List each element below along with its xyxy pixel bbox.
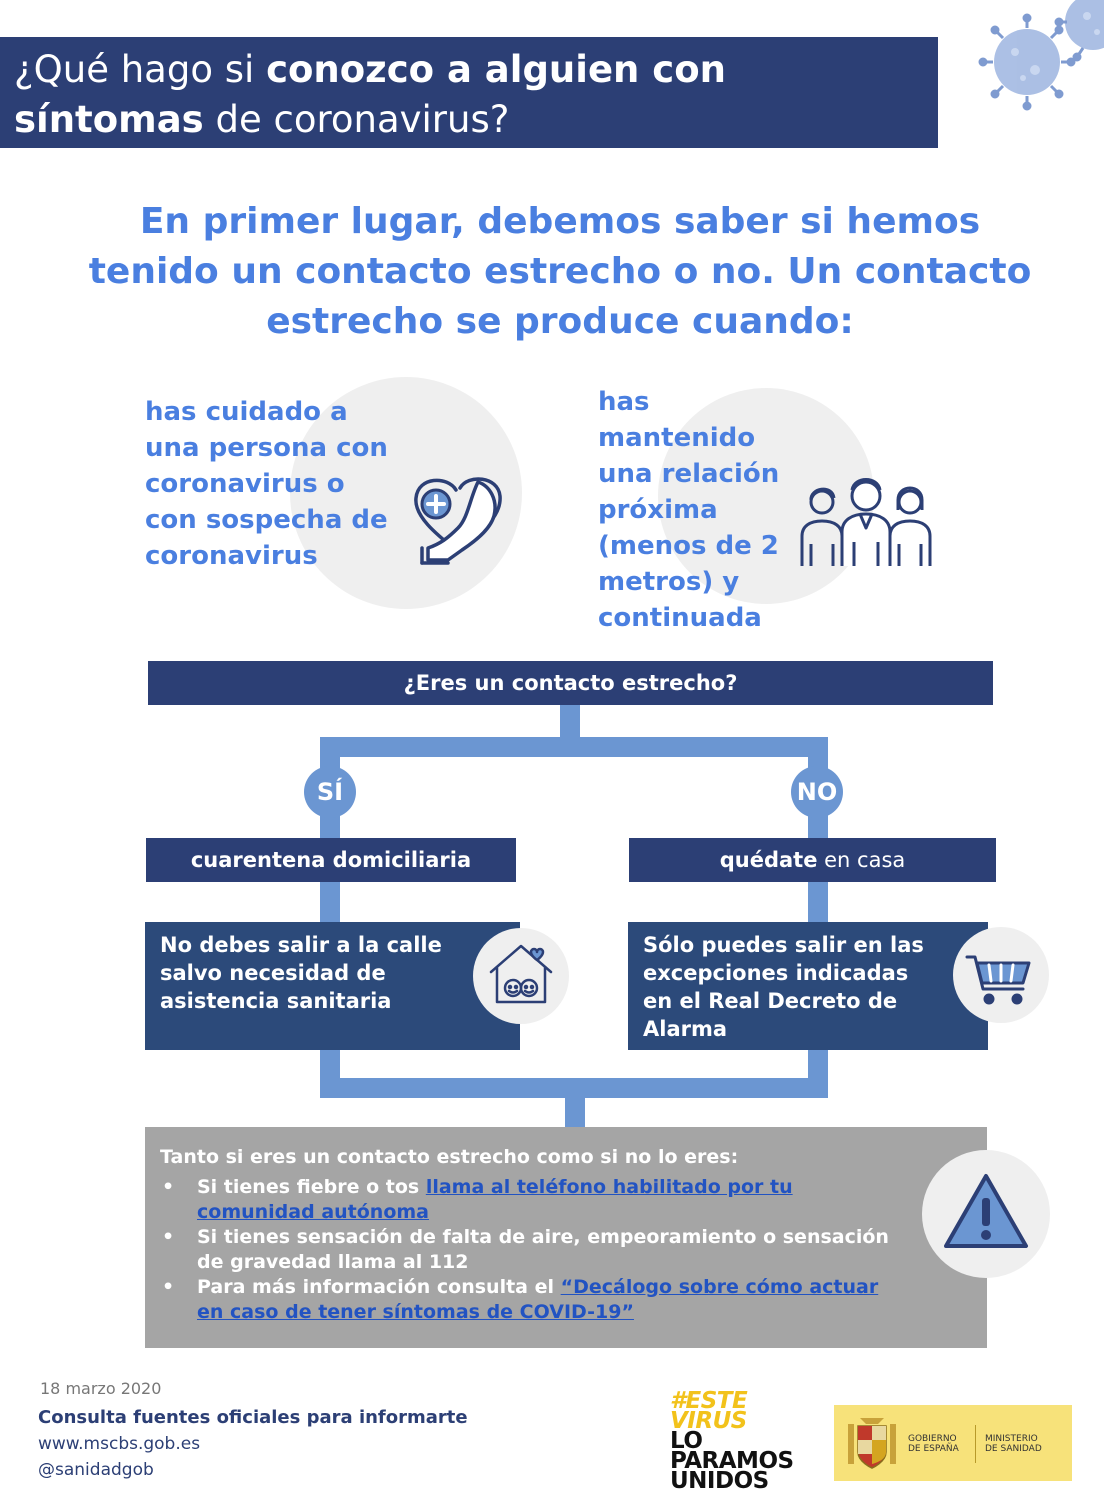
- criterion-care-line: coronavirus o: [145, 469, 345, 499]
- no-action-box: quédate en casa: [629, 838, 996, 882]
- bullet-fever-text: Si tienes fiebre o tos: [197, 1176, 426, 1198]
- bullet-dot: •: [162, 1276, 175, 1298]
- info-bullet-breath: • Si tienes sensación de falta de aire, …: [160, 1225, 987, 1275]
- header-line-1: ¿Qué hago si conozco a alguien con: [14, 45, 938, 95]
- criterion-proximity-line: (menos de 2: [598, 531, 779, 561]
- criterion-proximity-line: una relación: [598, 459, 780, 489]
- intro-text: En primer lugar, debemos saber si hemos …: [40, 197, 1080, 347]
- no-label: NO: [791, 766, 843, 818]
- criterion-proximity-line: mantenido: [598, 423, 756, 453]
- no-detail-line: Alarma: [643, 1017, 728, 1041]
- bullet-breath-line-1: Si tienes sensación de falta de aire, em…: [197, 1226, 889, 1248]
- heart-hand-icon: [414, 477, 502, 565]
- no-action-regular: en casa: [817, 848, 906, 872]
- government-logo-divider: [975, 1425, 976, 1463]
- header-title-bar: ¿Qué hago si conozco a alguien con sínto…: [0, 37, 938, 148]
- intro-line: En primer lugar, debemos saber si hemos: [139, 201, 981, 242]
- warning-icon-badge: [922, 1150, 1050, 1278]
- no-detail-box: Sólo puedes salir en las excepciones ind…: [628, 922, 988, 1050]
- government-name-line: DE ESPAÑA: [908, 1444, 959, 1454]
- connector-no-to-detail: [808, 882, 828, 922]
- info-bullet-list: • Si tienes fiebre o tos llama al teléfo…: [160, 1175, 987, 1325]
- bullet-more-line-1: Para más información consulta el “Decálo…: [197, 1275, 987, 1300]
- info-bullet-fever: • Si tienes fiebre o tos llama al teléfo…: [160, 1175, 987, 1225]
- question-box: ¿Eres un contacto estrecho?: [148, 661, 993, 705]
- campaign-logo: #ESTE VIRUS LO PARAMOS UNIDOS: [670, 1388, 830, 1493]
- criterion-care-line: con sospecha de: [145, 505, 388, 535]
- bullet-fever-line-1: Si tienes fiebre o tos llama al teléfono…: [197, 1175, 987, 1200]
- campaign-line: PARAMOS: [670, 1448, 794, 1474]
- government-name: GOBIERNO DE ESPAÑA: [908, 1434, 968, 1454]
- connector-bottom-horizontal: [320, 1078, 828, 1098]
- header-line2-regular: de coronavirus?: [203, 98, 510, 141]
- campaign-line: LO: [670, 1428, 703, 1454]
- campaign-line: UNIDOS: [670, 1468, 769, 1494]
- ministry-name-line: DE SANIDAD: [985, 1444, 1042, 1454]
- criterion-care-text: has cuidado a una persona con coronaviru…: [145, 394, 388, 574]
- footer-date: 18 marzo 2020: [40, 1379, 162, 1398]
- header-line1-regular: ¿Qué hago si: [14, 48, 267, 91]
- yes-label: SÍ: [304, 766, 356, 818]
- phone-link-continued[interactable]: comunidad autónoma: [197, 1201, 429, 1223]
- footer-website-link[interactable]: www.mscbs.gob.es: [38, 1434, 201, 1454]
- header-line1-bold: conozco a alguien con: [266, 48, 726, 91]
- criterion-care-line: coronavirus: [145, 541, 318, 571]
- footer-consult-text: Consulta fuentes oficiales para informar…: [38, 1407, 468, 1428]
- info-bullet-more: • Para más información consulta el “Decá…: [160, 1275, 987, 1325]
- ministry-name: MINISTERIO DE SANIDAD: [985, 1434, 1055, 1454]
- criterion-care-line: has cuidado a: [145, 397, 348, 427]
- criterion-proximity-text: has mantenido una relación próxima (meno…: [598, 384, 779, 636]
- warning-icon: [944, 1174, 1028, 1248]
- bullet-more-text: Para más información consulta el: [197, 1276, 561, 1298]
- yes-detail-line: No debes salir a la calle: [160, 933, 442, 957]
- yes-detail-line: asistencia sanitaria: [160, 989, 392, 1013]
- criterion-care-line: una persona con: [145, 433, 388, 463]
- bullet-breath-line-2: de gravedad llama al 112: [197, 1251, 469, 1273]
- criterion-proximity-line: has: [598, 387, 650, 417]
- header-line2-bold: síntomas: [14, 98, 204, 141]
- no-action-bold: quédate: [719, 848, 818, 872]
- connector-top-horizontal: [320, 737, 828, 757]
- no-detail-line: excepciones indicadas: [643, 961, 909, 985]
- decalogue-link[interactable]: “Decálogo sobre cómo actuar: [560, 1276, 879, 1298]
- info-heading: Tanto si eres un contacto estrecho como …: [160, 1146, 739, 1168]
- campaign-line: VIRUS: [670, 1408, 747, 1434]
- phone-link[interactable]: llama al teléfono habilitado por tu: [425, 1176, 793, 1198]
- government-name-line: GOBIERNO: [908, 1434, 957, 1444]
- no-detail-line: en el Real Decreto de: [643, 989, 898, 1013]
- decalogue-link-continued[interactable]: en caso de tener síntomas de COVID-19”: [197, 1301, 634, 1323]
- coat-of-arms-icon: [848, 1418, 896, 1469]
- cart-icon-badge: [953, 927, 1049, 1023]
- people-group-icon: [800, 478, 932, 566]
- intro-line: estrecho se produce cuando:: [266, 301, 854, 342]
- bullet-dot: •: [162, 1226, 175, 1248]
- intro-line: tenido un contacto estrecho o no. Un con…: [88, 251, 1032, 292]
- no-detail-line: Sólo puedes salir en las: [643, 933, 924, 957]
- campaign-line: #ESTE: [670, 1388, 748, 1414]
- criterion-proximity-line: metros) y: [598, 567, 740, 597]
- virus-decoration-icon: [978, 0, 1104, 111]
- ministry-name-line: MINISTERIO: [985, 1434, 1038, 1444]
- shopping-cart-icon: [965, 955, 1031, 1005]
- yes-action-box: cuarentena domiciliaria: [146, 838, 516, 882]
- header-line-2: síntomas de coronavirus?: [14, 95, 938, 145]
- info-box: Tanto si eres un contacto estrecho como …: [145, 1127, 987, 1348]
- connector-question-down: [560, 705, 580, 737]
- yes-detail-box: No debes salir a la calle salvo necesida…: [145, 922, 520, 1050]
- criterion-right-bubble: [658, 388, 874, 604]
- connector-yes-to-detail: [320, 882, 340, 922]
- bullet-dot: •: [162, 1176, 175, 1198]
- criterion-proximity-line: próxima: [598, 495, 718, 525]
- footer-social-handle[interactable]: @sanidadgob: [38, 1460, 154, 1480]
- yes-detail-line: salvo necesidad de: [160, 961, 386, 985]
- house-family-icon: [489, 944, 553, 1004]
- connector-to-info: [565, 1098, 585, 1127]
- house-icon-badge: [473, 928, 569, 1024]
- criterion-proximity-line: continuada: [598, 603, 762, 633]
